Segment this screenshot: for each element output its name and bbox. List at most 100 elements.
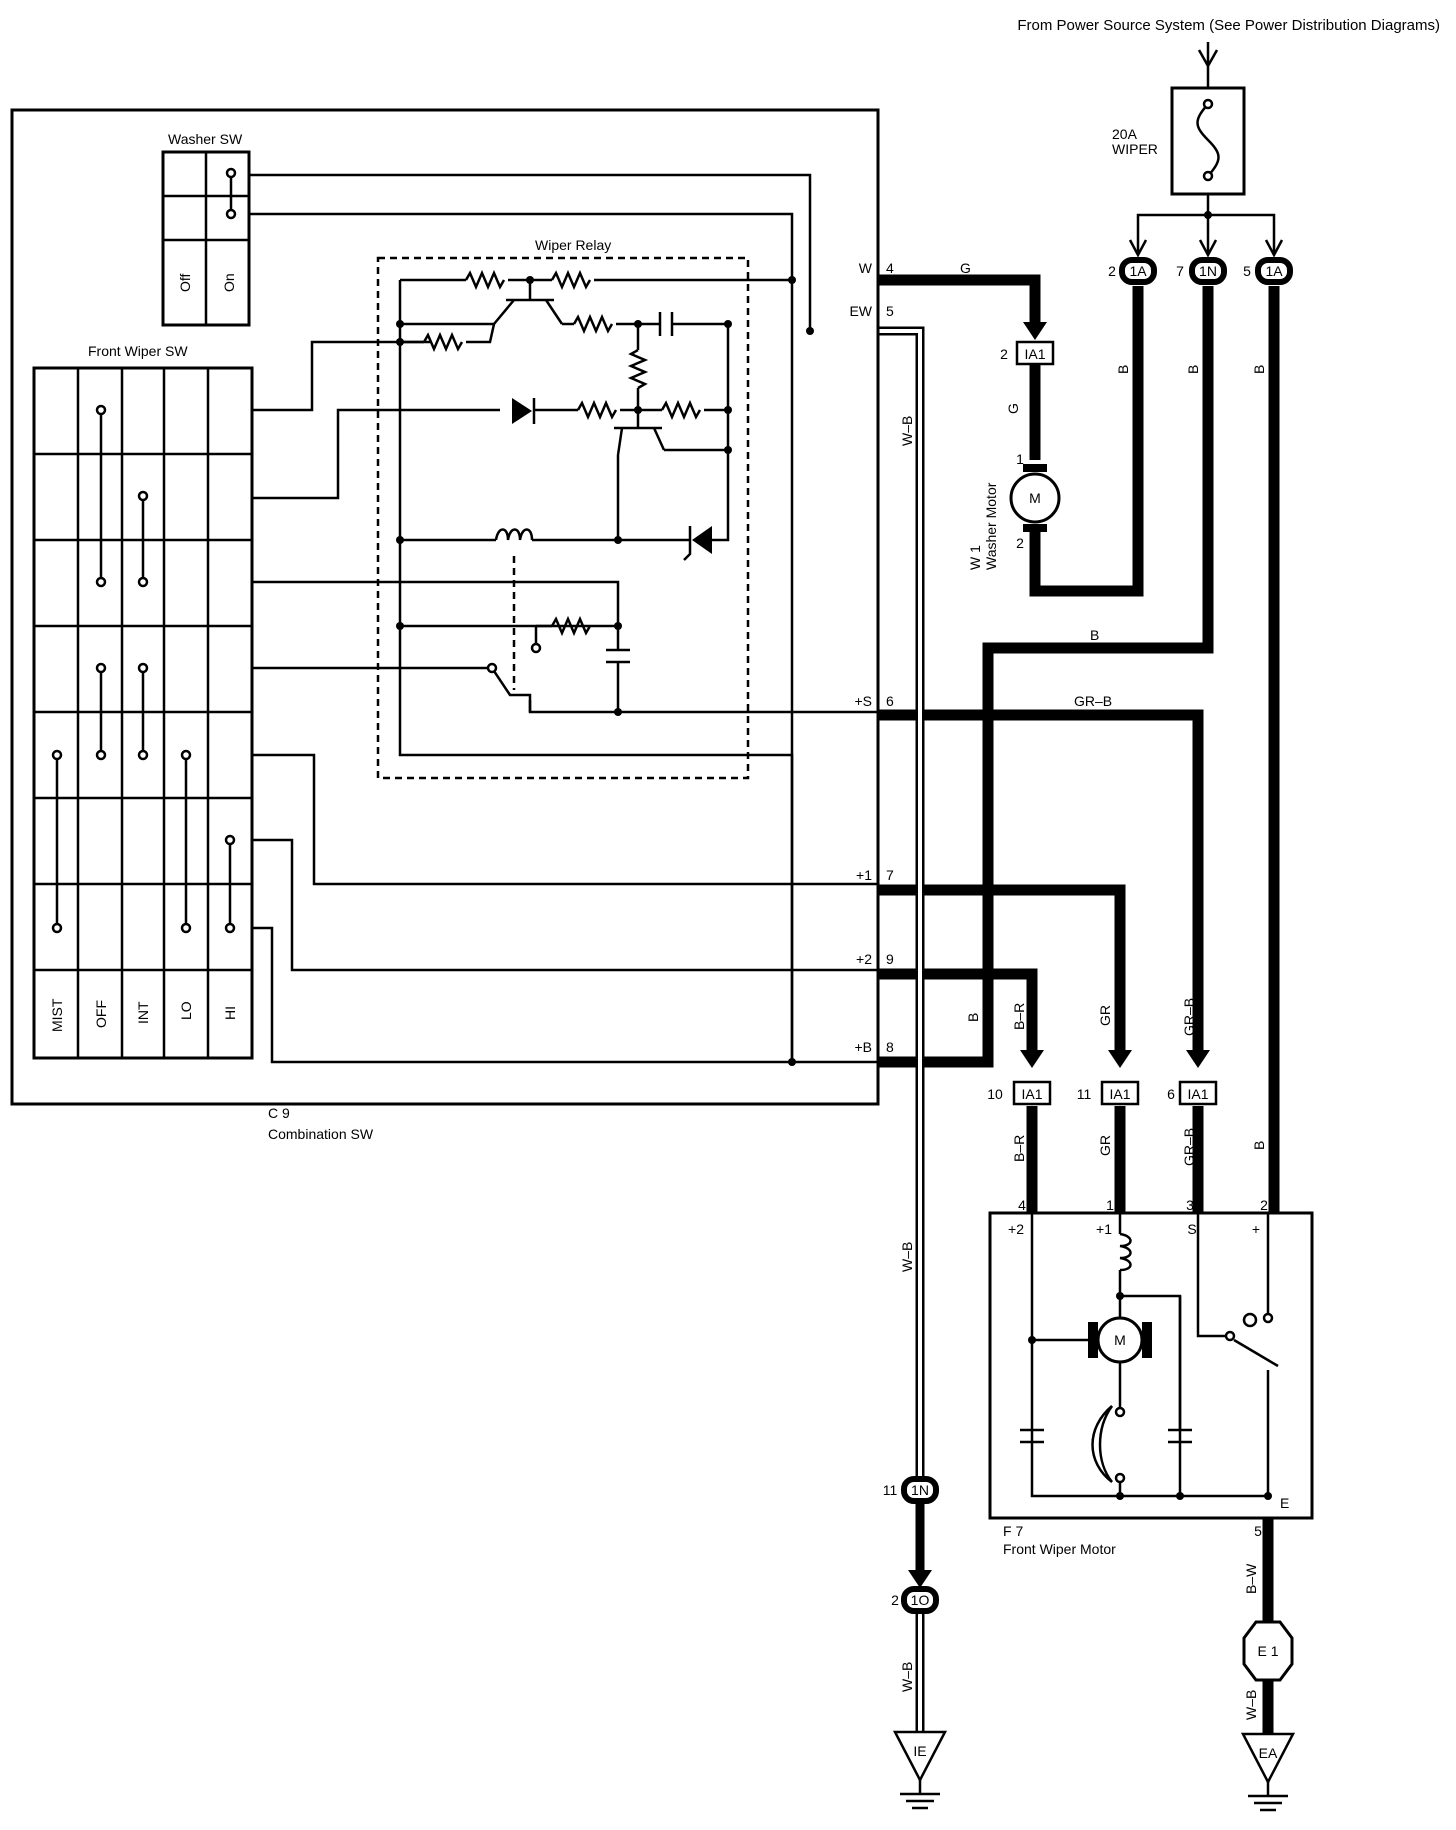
ground-ea: EA xyxy=(1240,1732,1296,1812)
svg-text:GR–B: GR–B xyxy=(1181,1128,1197,1166)
svg-text:GR–B: GR–B xyxy=(1074,693,1112,709)
svg-text:IA1: IA1 xyxy=(1021,1086,1042,1102)
svg-text:On: On xyxy=(221,273,237,292)
front-wiper-motor-name: Front Wiper Motor xyxy=(1003,1541,1116,1557)
svg-text:+: + xyxy=(1252,1221,1260,1237)
svg-text:W–B: W–B xyxy=(899,1242,915,1272)
svg-text:7: 7 xyxy=(886,867,894,883)
svg-text:OFF: OFF xyxy=(93,1000,109,1028)
svg-text:M: M xyxy=(1114,1332,1126,1348)
svg-text:11: 11 xyxy=(1077,1086,1092,1102)
svg-text:IE: IE xyxy=(913,1743,926,1759)
svg-text:EW: EW xyxy=(849,303,872,319)
svg-text:W–B: W–B xyxy=(899,416,915,446)
svg-text:Off: Off xyxy=(177,273,193,292)
washer-motor-code: W 1 xyxy=(967,545,983,570)
svg-text:B–W: B–W xyxy=(1243,1563,1259,1594)
combination-sw-name: Combination SW xyxy=(268,1126,374,1142)
svg-text:1: 1 xyxy=(1106,1197,1114,1213)
svg-text:IA1: IA1 xyxy=(1187,1086,1208,1102)
svg-text:+2: +2 xyxy=(856,951,872,967)
svg-text:1N: 1N xyxy=(911,1482,929,1498)
svg-text:INT: INT xyxy=(135,1001,151,1024)
svg-text:11: 11 xyxy=(883,1482,898,1498)
svg-text:2: 2 xyxy=(1108,263,1116,279)
svg-text:3: 3 xyxy=(1186,1197,1194,1213)
ground-ie: IE xyxy=(892,1730,948,1810)
front-wiper-switch: Front Wiper SW MIST OFF INT LO HI xyxy=(32,343,254,1060)
svg-text:2: 2 xyxy=(1016,535,1024,551)
svg-text:W–B: W–B xyxy=(899,1662,915,1692)
connector-1a-right: 1A 5 xyxy=(1243,257,1293,285)
power-source-label: From Power Source System (See Power Dist… xyxy=(1017,17,1440,34)
svg-text:G: G xyxy=(1005,403,1021,414)
svg-text:5: 5 xyxy=(886,303,894,319)
svg-text:MIST: MIST xyxy=(49,998,65,1032)
svg-text:8: 8 xyxy=(886,1039,894,1055)
svg-text:Wiper Relay: Wiper Relay xyxy=(535,237,611,253)
svg-text:B–R: B–R xyxy=(1011,1135,1027,1162)
svg-text:+2: +2 xyxy=(1008,1221,1024,1237)
svg-text:E: E xyxy=(1280,1495,1289,1511)
svg-text:6: 6 xyxy=(886,693,894,709)
washer-switch: Washer SW Off On xyxy=(161,131,251,327)
fuse-name: WIPER xyxy=(1112,141,1158,157)
connector-1o: 1O 2 xyxy=(891,1586,939,1614)
svg-text:EA: EA xyxy=(1259,1745,1278,1761)
svg-text:2: 2 xyxy=(1000,346,1008,362)
svg-text:B: B xyxy=(1090,627,1099,643)
svg-text:GR–B: GR–B xyxy=(1181,998,1197,1036)
svg-text:B–R: B–R xyxy=(1011,1003,1027,1030)
svg-text:9: 9 xyxy=(886,951,894,967)
svg-text:B: B xyxy=(1251,365,1267,374)
svg-text:IA1: IA1 xyxy=(1109,1086,1130,1102)
svg-text:7: 7 xyxy=(1176,263,1184,279)
connector-1n-top: 1N 7 xyxy=(1176,257,1227,285)
ground-junction-e1: E 1 xyxy=(1242,1620,1294,1682)
washer-motor: IA1 2 1 M 2 W 1 Washer Motor xyxy=(967,340,1061,570)
svg-text:G: G xyxy=(960,260,971,276)
wire-color-labels: G G B B B B GR–B W–B W–B W–B B B–R GR GR… xyxy=(899,260,1267,1720)
svg-text:10: 10 xyxy=(987,1086,1003,1102)
svg-text:S: S xyxy=(1187,1221,1196,1237)
svg-text:+1: +1 xyxy=(856,867,872,883)
svg-text:GR: GR xyxy=(1097,1135,1113,1156)
svg-text:IA1: IA1 xyxy=(1024,346,1045,362)
svg-text:2: 2 xyxy=(891,1592,899,1608)
svg-text:B: B xyxy=(965,1013,981,1022)
svg-text:B: B xyxy=(1185,365,1201,374)
svg-text:4: 4 xyxy=(886,260,894,276)
svg-text:E 1: E 1 xyxy=(1257,1643,1278,1659)
svg-text:HI: HI xyxy=(222,1006,238,1020)
svg-text:W–B: W–B xyxy=(1243,1690,1259,1720)
combination-sw-box xyxy=(10,108,880,1106)
wiper-relay: Wiper Relay xyxy=(376,237,878,1062)
svg-text:1O: 1O xyxy=(911,1592,930,1608)
svg-text:1: 1 xyxy=(1016,451,1024,467)
fuse-rating: 20A xyxy=(1112,126,1138,142)
washer-motor-name: Washer Motor xyxy=(983,482,999,570)
svg-text:+1: +1 xyxy=(1096,1221,1112,1237)
svg-text:+S: +S xyxy=(854,693,872,709)
connector-1n-bottom: 1N 11 xyxy=(883,1476,939,1504)
switch-terminals: W 4 EW 5 +S 6 +1 7 +2 9 +B 8 xyxy=(849,260,894,1055)
front-wiper-motor-code: F 7 xyxy=(1003,1523,1023,1539)
combination-sw-code: C 9 xyxy=(268,1105,290,1121)
svg-text:1A: 1A xyxy=(1129,263,1147,279)
svg-text:W: W xyxy=(859,260,873,276)
svg-text:6: 6 xyxy=(1167,1086,1175,1102)
svg-text:5: 5 xyxy=(1243,263,1251,279)
svg-text:1N: 1N xyxy=(1199,263,1217,279)
svg-text:+B: +B xyxy=(854,1039,872,1055)
svg-text:Washer SW: Washer SW xyxy=(168,131,243,147)
svg-text:4: 4 xyxy=(1018,1197,1026,1213)
svg-text:5: 5 xyxy=(1254,1523,1262,1539)
svg-text:2: 2 xyxy=(1260,1197,1268,1213)
front-wiper-motor: IA1 10 IA1 11 IA1 6 4 +2 1 +1 3 S 2 + E … xyxy=(987,1080,1314,1557)
svg-text:1A: 1A xyxy=(1265,263,1283,279)
connector-1a-left: 1A 2 xyxy=(1108,257,1157,285)
svg-text:GR: GR xyxy=(1097,1005,1113,1026)
svg-text:B: B xyxy=(1251,1141,1267,1150)
svg-text:M: M xyxy=(1029,490,1041,506)
